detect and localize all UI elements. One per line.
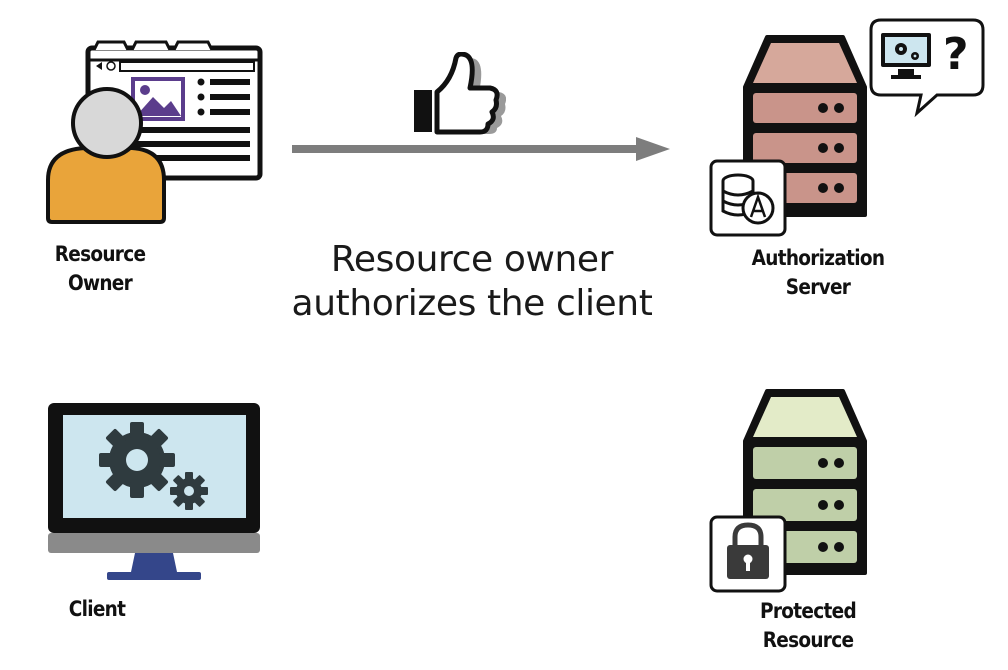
protected-resource-label-line2: Resource (762, 628, 854, 652)
authorization-server-label-line2: Server (785, 275, 851, 299)
client-label: Client (49, 595, 146, 624)
resource-owner-label-line1: Resource (54, 242, 146, 266)
authorization-server-label: Authorization Server (741, 244, 896, 302)
client-icon (48, 403, 260, 580)
thumbs-up-icon (414, 52, 506, 135)
authorization-server-label-line1: Authorization (751, 246, 885, 270)
flow-caption-line1: Resource owner (330, 239, 614, 280)
flow-caption-line2: authorizes the client (291, 283, 653, 324)
authorization-server-icon (709, 18, 985, 237)
resource-owner-label-line2: Owner (67, 271, 133, 295)
flow-caption: Resource owner authorizes the client (262, 238, 682, 326)
person-icon (46, 87, 166, 224)
resource-owner-label: Resource Owner (38, 240, 161, 298)
lock-icon (709, 515, 787, 593)
small-gear-icon (170, 472, 208, 510)
flow-arrow (292, 137, 670, 161)
protected-resource-icon (709, 389, 867, 593)
question-mark-icon: ? (943, 29, 969, 80)
gear-icon (99, 422, 175, 498)
speech-bubble-icon (869, 18, 985, 118)
database-icon (709, 159, 787, 237)
protected-resource-label-line1: Protected (760, 599, 857, 623)
client-label-line1: Client (68, 597, 126, 621)
monitor-icon (48, 403, 260, 580)
resource-owner-icon (46, 40, 263, 224)
protected-resource-label: Protected Resource (746, 597, 869, 655)
